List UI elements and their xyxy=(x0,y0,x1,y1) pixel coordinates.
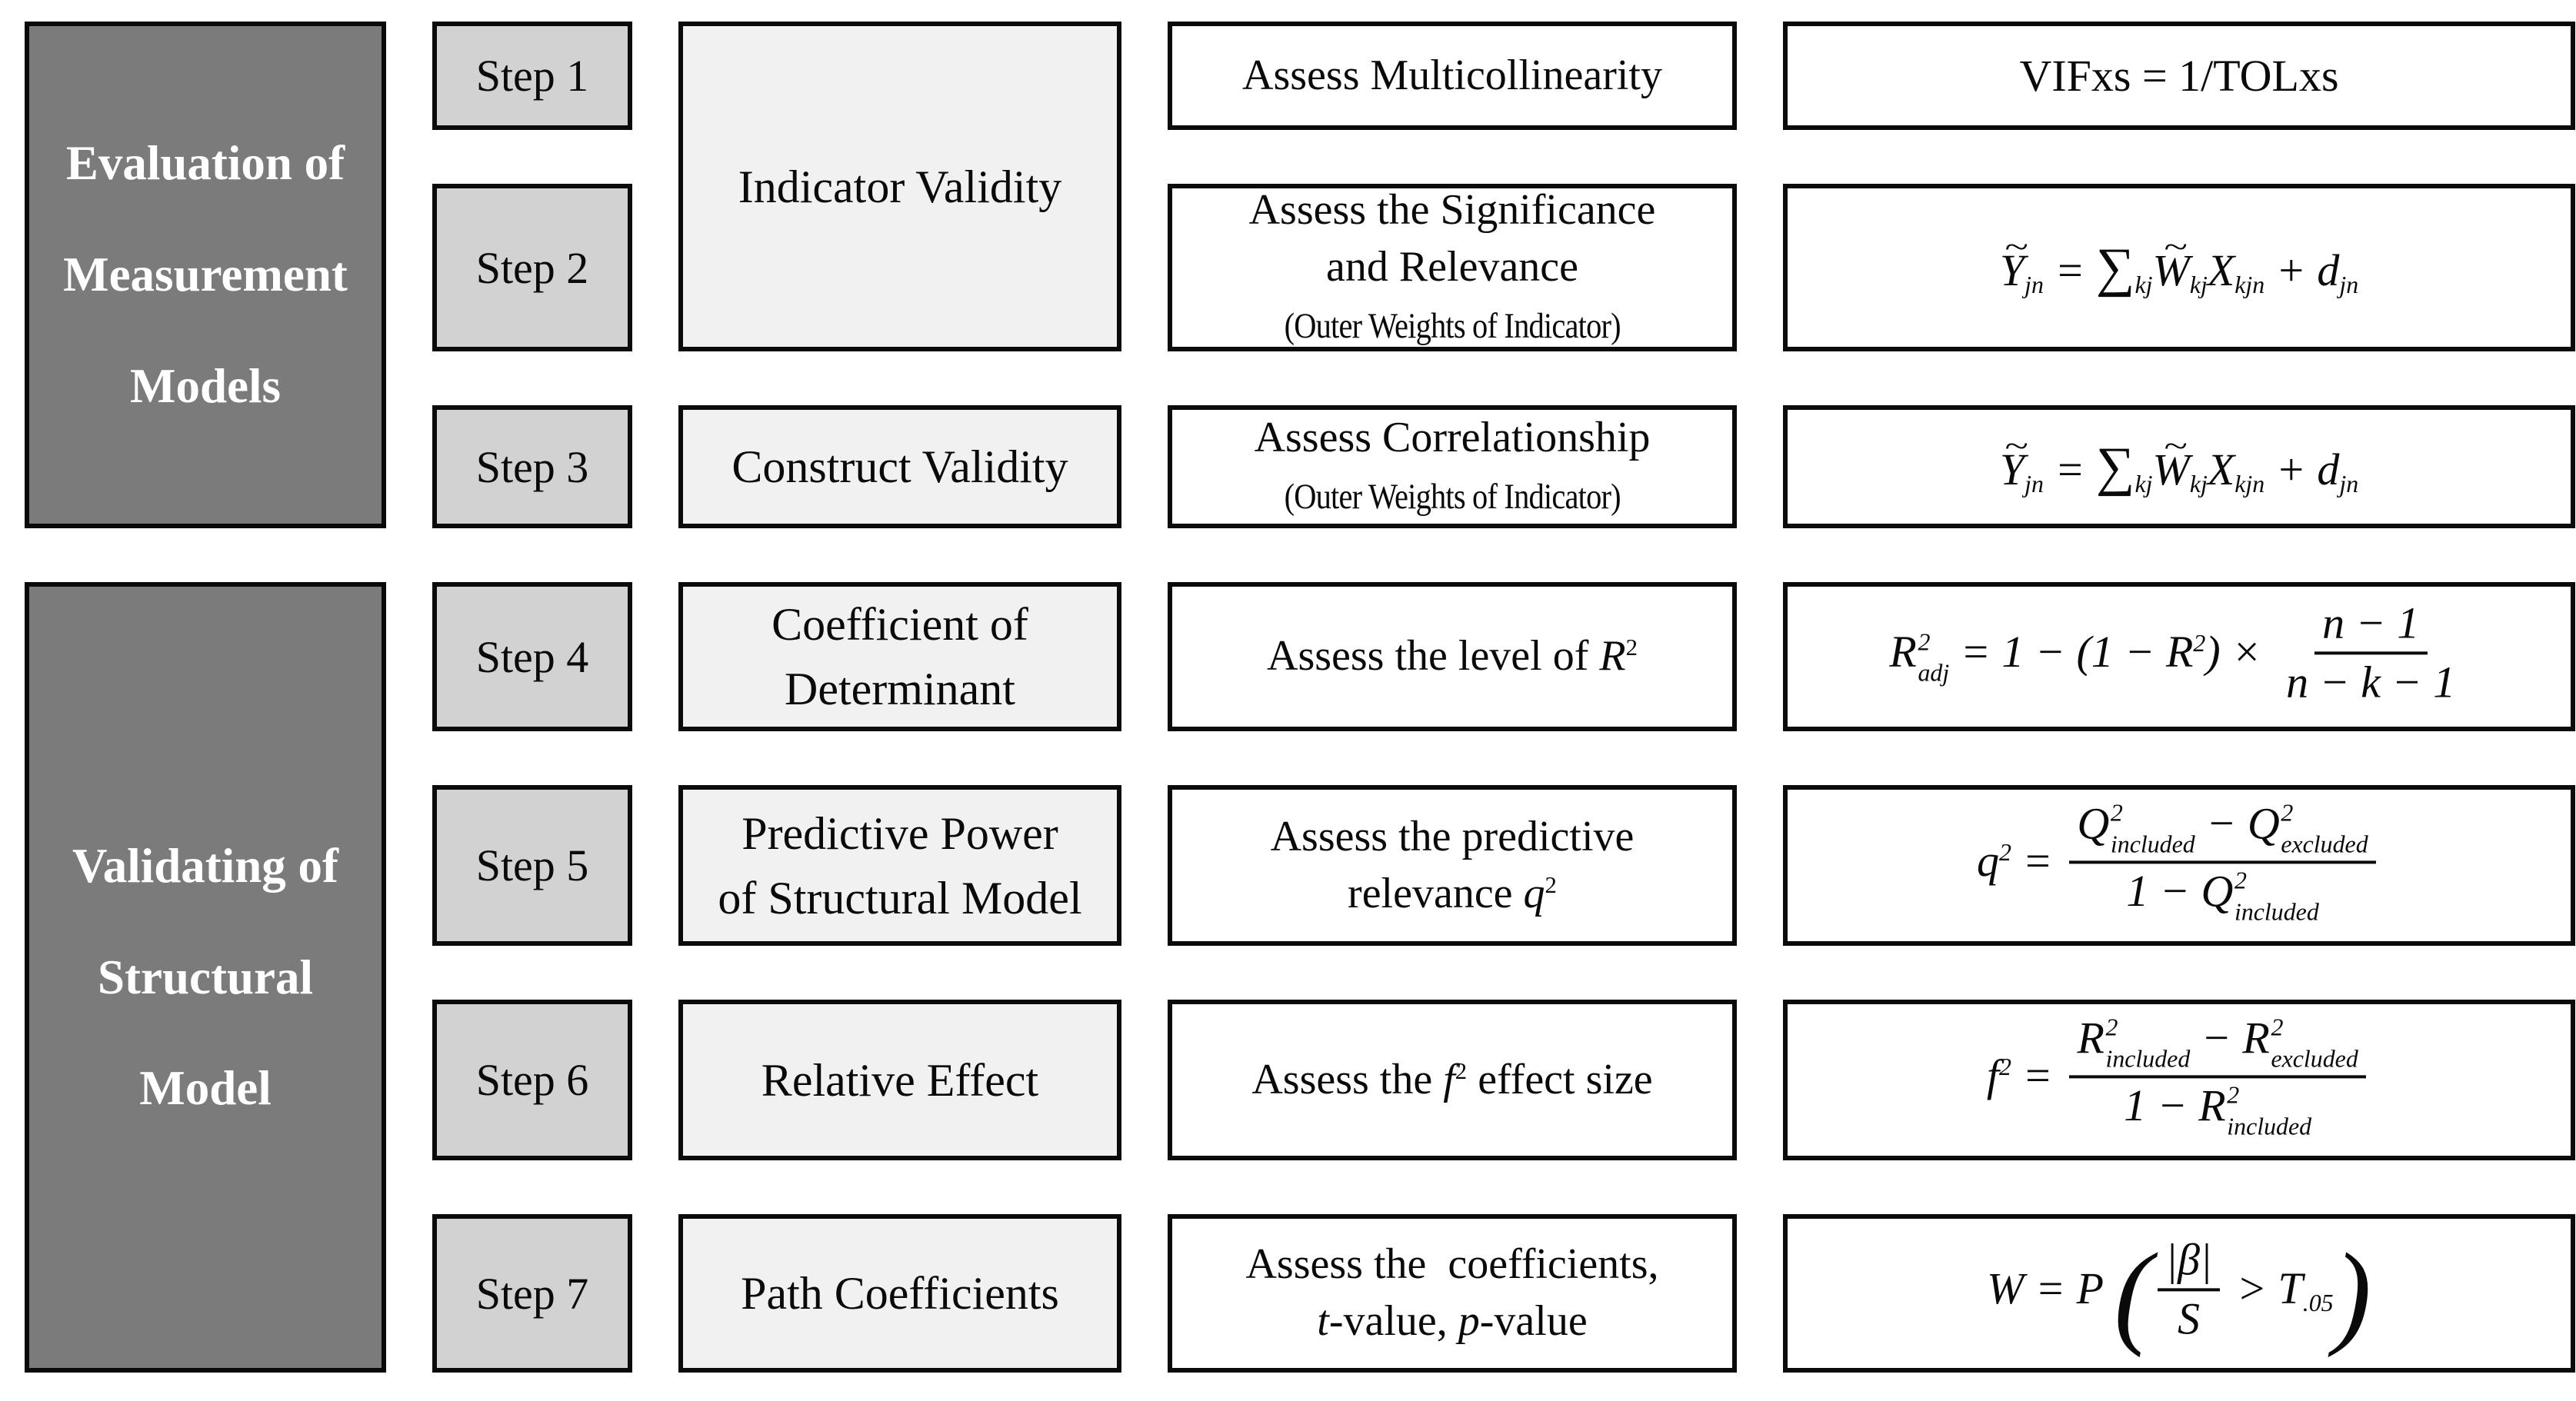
group-label-line: Model xyxy=(139,1061,272,1116)
category-label-line: Predictive Power xyxy=(741,807,1058,859)
group-label-line: Measurement xyxy=(63,248,348,302)
assess-box-r-squared-level: Assess the level of R2 xyxy=(1168,582,1737,731)
category-label: Relative Effect xyxy=(761,1048,1038,1113)
flowchart-grid: Evaluation of Measurement Models Validat… xyxy=(25,22,2575,1373)
formula-box-vif: VIFxs = 1/TOLxs xyxy=(1783,22,2575,130)
assess-box-correlationship: Assess Correlationship(Outer Weights of … xyxy=(1168,405,1737,528)
formula-box-outer-weights-2: Y~jn = ∑kjW~kjXkjn + djn xyxy=(1783,405,2575,528)
step-label: Step 2 xyxy=(475,242,589,293)
category-box-relative-effect: Relative Effect xyxy=(678,1000,1121,1160)
group-box-measurement-models: Evaluation of Measurement Models xyxy=(25,22,386,528)
step-label: Step 3 xyxy=(475,441,589,492)
category-box-construct-validity: Construct Validity xyxy=(678,405,1121,528)
group-label-line: Evaluation of xyxy=(65,136,345,191)
category-label: Indicator Validity xyxy=(738,155,1061,219)
assess-box-multicollinearity: Assess Multicollinearity xyxy=(1168,22,1737,130)
formula-box-path-significance: W = P (|β|S > T.05) xyxy=(1783,1214,2575,1373)
category-label-line: Relative Effect xyxy=(761,1054,1039,1106)
group-label-structural-model: Validating of Structural Model xyxy=(72,810,338,1145)
group-label-line: Validating of xyxy=(72,838,338,893)
step-label: Step 7 xyxy=(475,1268,589,1319)
category-label: Path Coefficients xyxy=(741,1261,1059,1326)
formula-box-outer-weights-1: Y~jn = ∑kjW~kjXkjn + djn xyxy=(1783,184,2575,351)
step-label: Step 4 xyxy=(475,631,589,682)
category-box-coefficient-of-determinant: Coefficient of Determinant xyxy=(678,582,1121,731)
step-box-3: Step 3 xyxy=(432,405,632,528)
category-label-line: Indicator Validity xyxy=(738,161,1062,212)
group-label-line: Models xyxy=(130,358,281,413)
step-box-4: Step 4 xyxy=(432,582,632,731)
category-box-predictive-power: Predictive Power of Structural Model xyxy=(678,785,1121,946)
category-box-indicator-validity: Indicator Validity xyxy=(678,22,1121,351)
step-box-5: Step 5 xyxy=(432,785,632,946)
step-label: Step 1 xyxy=(475,51,589,101)
category-label-line: of Structural Model xyxy=(718,872,1082,923)
group-label-line: Structural xyxy=(98,950,313,1004)
assess-box-coefficients-tp-values: Assess the coefficients,t-value, p-value xyxy=(1168,1214,1737,1373)
category-label: Coefficient of Determinant xyxy=(771,592,1028,721)
step-box-6: Step 6 xyxy=(432,1000,632,1160)
step-box-1: Step 1 xyxy=(432,22,632,130)
group-label-measurement-models: Evaluation of Measurement Models xyxy=(63,108,348,442)
category-label-line: Coefficient of xyxy=(771,599,1028,650)
step-label: Step 6 xyxy=(475,1055,589,1105)
group-box-structural-model: Validating of Structural Model xyxy=(25,582,386,1373)
category-label: Construct Validity xyxy=(731,434,1068,499)
category-box-path-coefficients: Path Coefficients xyxy=(678,1214,1121,1373)
category-label-line: Construct Validity xyxy=(731,441,1068,492)
step-box-2: Step 2 xyxy=(432,184,632,351)
category-label-line: Determinant xyxy=(785,664,1015,714)
step-label: Step 5 xyxy=(475,840,589,890)
category-label: Predictive Power of Structural Model xyxy=(718,801,1081,930)
step-box-7: Step 7 xyxy=(432,1214,632,1373)
assess-box-effect-size: Assess the f2 effect size xyxy=(1168,1000,1737,1160)
category-label-line: Path Coefficients xyxy=(741,1268,1059,1319)
